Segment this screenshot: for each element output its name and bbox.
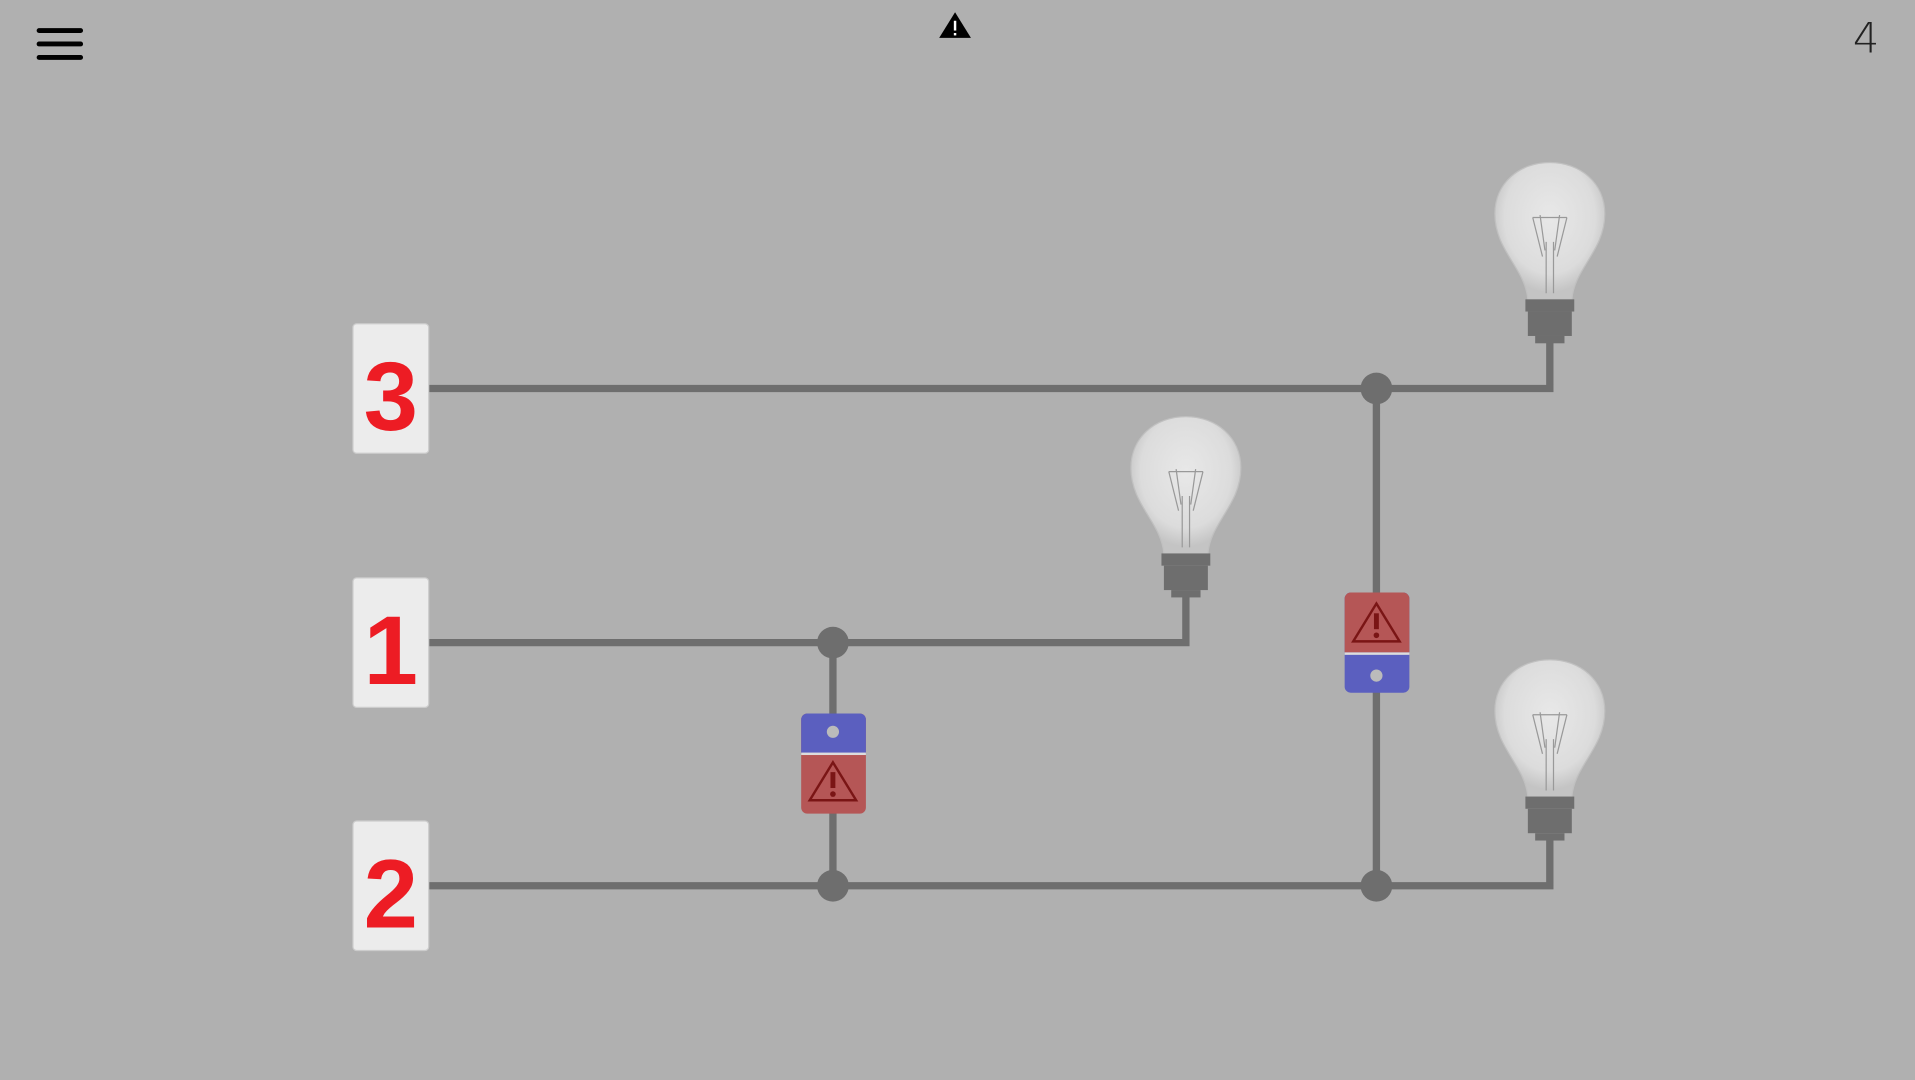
level-number: 4 xyxy=(1853,14,1879,63)
svg-text:1: 1 xyxy=(364,596,418,705)
switch-right[interactable] xyxy=(1344,592,1410,693)
menu-button[interactable] xyxy=(36,28,84,60)
switch-left[interactable] xyxy=(801,713,866,814)
source-card-1: 1 xyxy=(352,577,430,708)
junction xyxy=(817,869,849,902)
svg-text:2: 2 xyxy=(364,839,418,948)
junction xyxy=(817,626,849,659)
junction xyxy=(1360,869,1393,902)
warning-icon xyxy=(939,12,971,38)
light-bulb-icon xyxy=(1130,415,1242,599)
svg-text:3: 3 xyxy=(364,342,418,451)
source-card-2: 2 xyxy=(352,820,430,952)
source-card-3: 3 xyxy=(352,323,430,454)
light-bulb-icon xyxy=(1494,161,1606,344)
light-bulb-icon xyxy=(1494,659,1606,842)
junction xyxy=(1360,372,1393,405)
